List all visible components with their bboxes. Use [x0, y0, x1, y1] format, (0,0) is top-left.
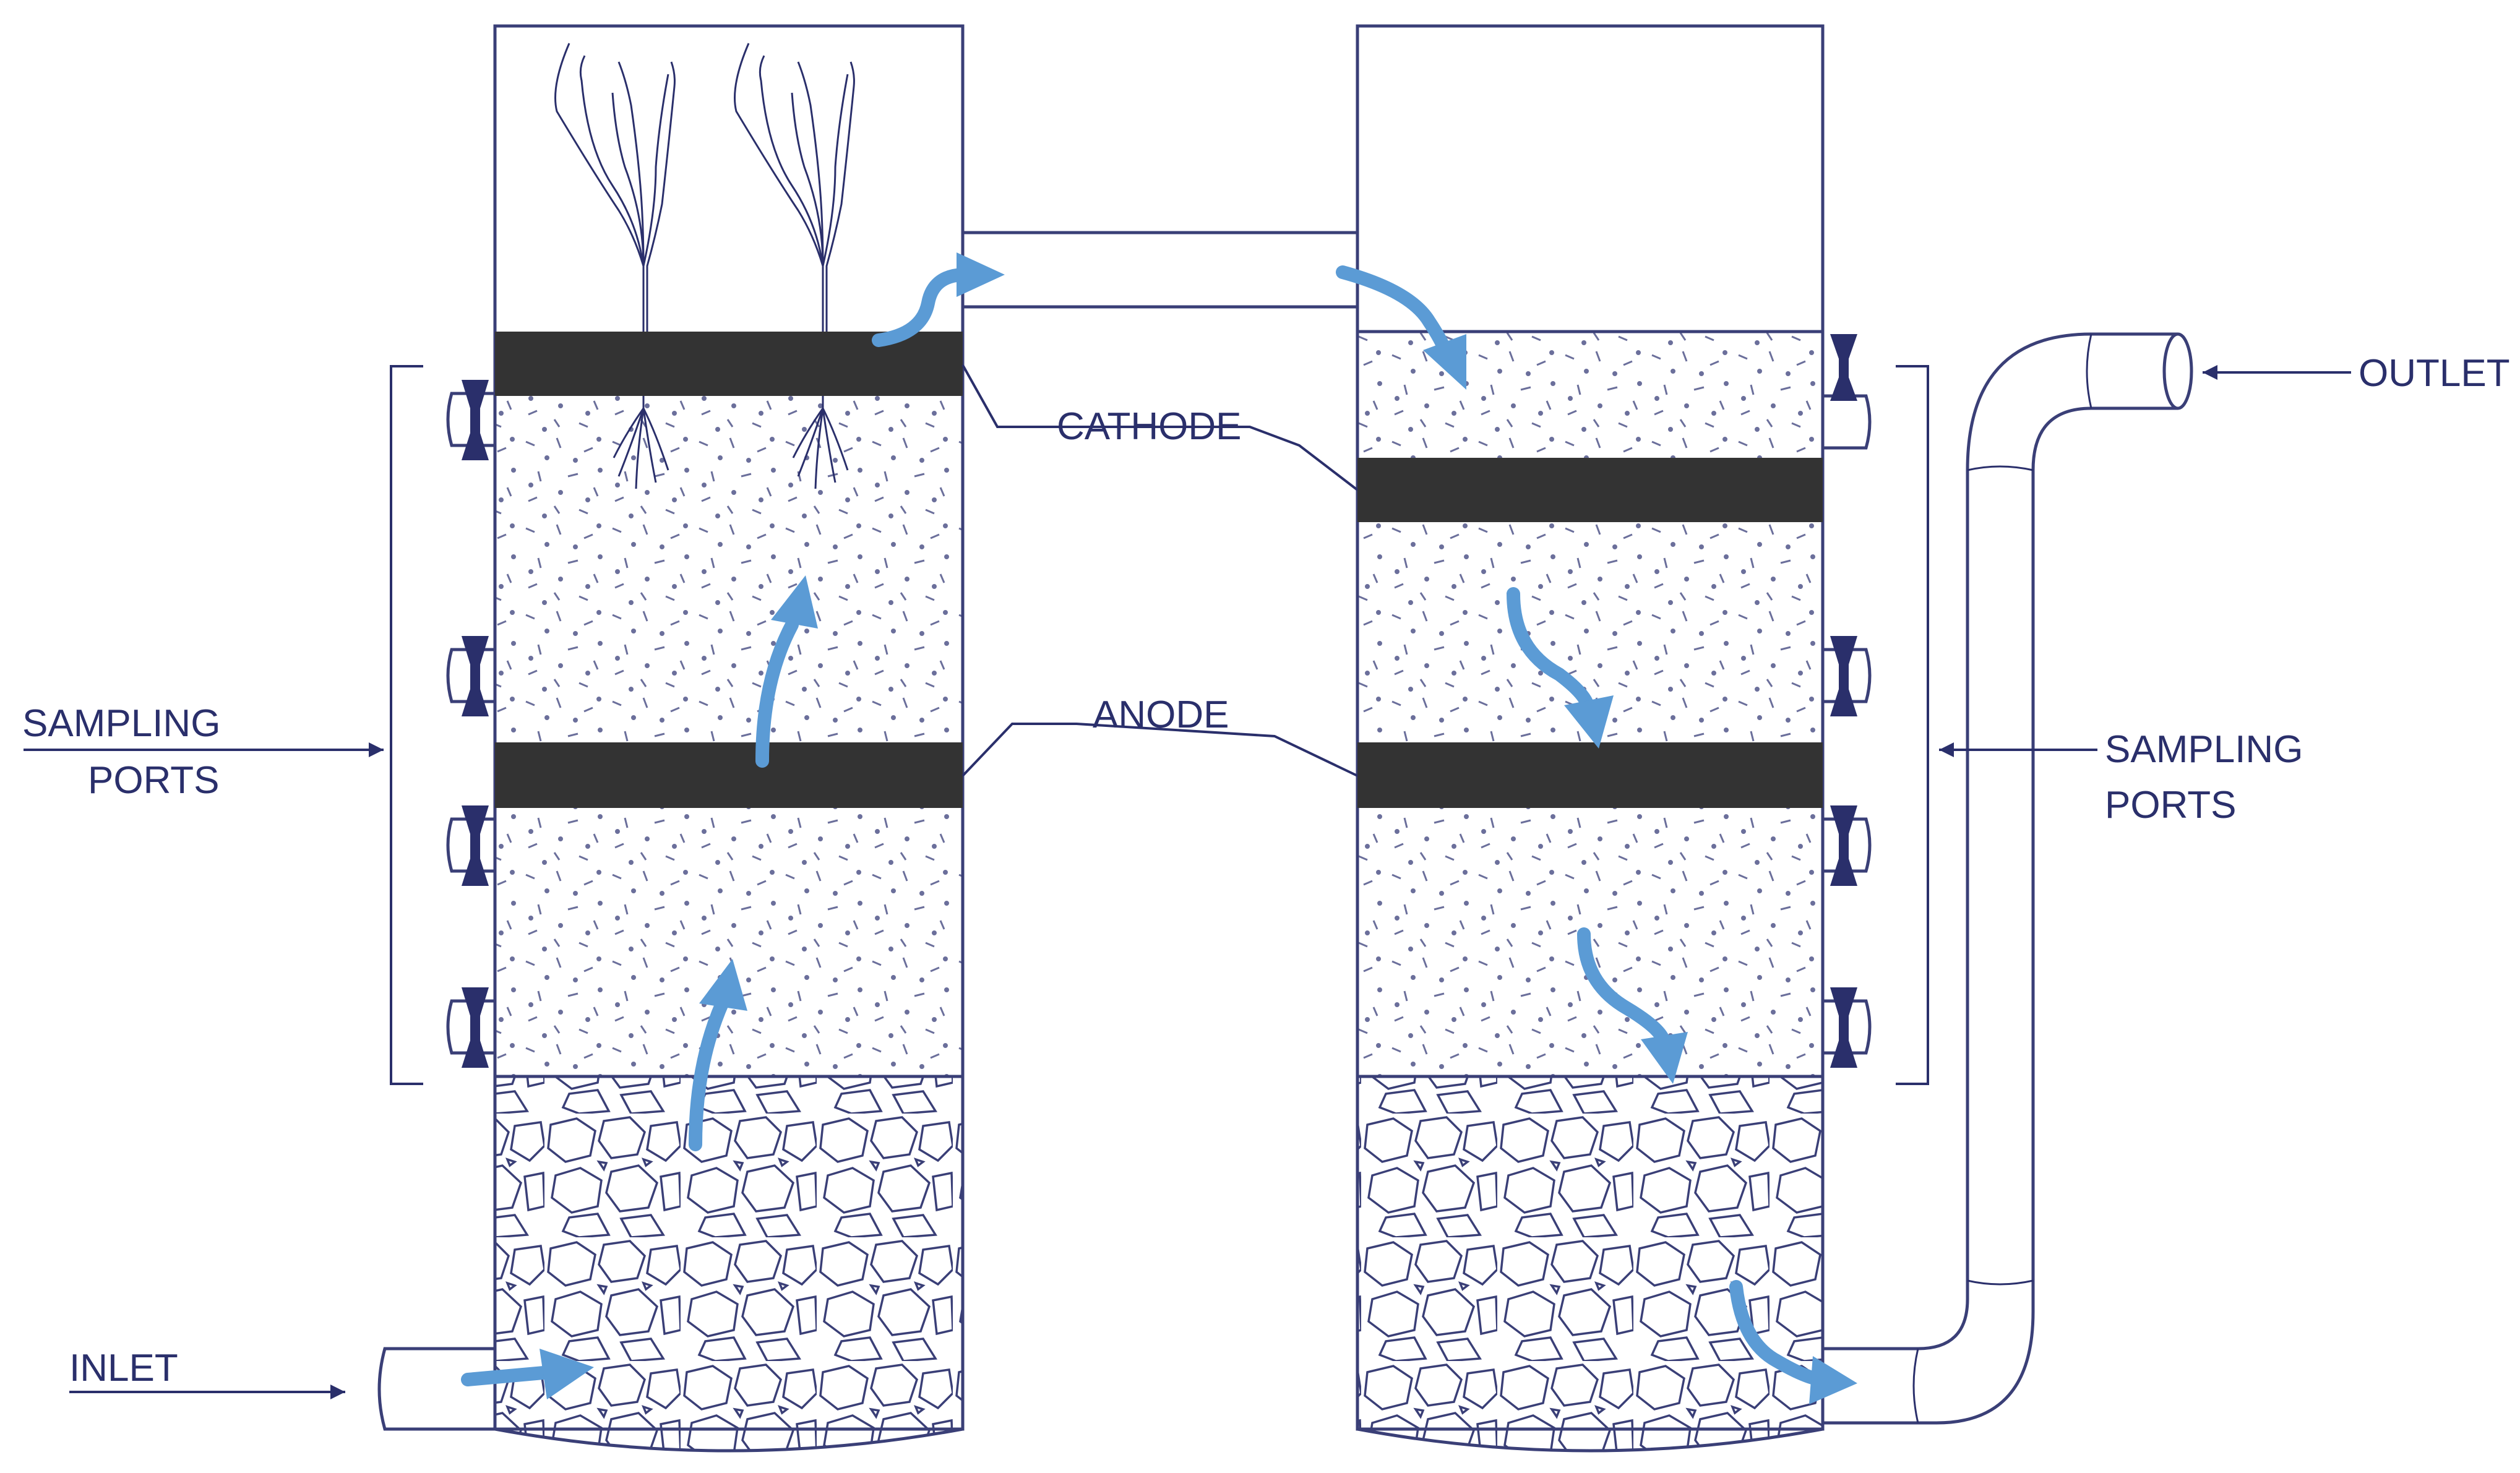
valve-icon: [446, 636, 495, 716]
flow-arrow-icon: [872, 252, 1005, 347]
flow-arrow-icon: [1729, 1280, 1857, 1404]
valve-icon: [1823, 805, 1872, 886]
flow-arrow-icon: [461, 1349, 594, 1399]
right-column-outline: [1356, 24, 1825, 1431]
left-anode: [495, 742, 963, 808]
valve-icon: [446, 805, 495, 886]
cathode-label: CATHODE: [1057, 405, 1242, 448]
inlet-pipe: [377, 1347, 495, 1431]
flow-arrow-icon: [755, 575, 818, 768]
flow-arrow-icon: [1507, 587, 1614, 749]
plant-icon: [734, 43, 855, 489]
connecting-pipe: [963, 231, 1357, 309]
outlet-label: OUTLET: [2359, 352, 2510, 395]
left-gravel-bed: [495, 1076, 963, 1451]
anode-label: ANODE: [1093, 694, 1229, 736]
plant-icon: [554, 43, 676, 489]
flow-arrow-icon: [1336, 265, 1466, 390]
flow-arrows: [461, 252, 1857, 1404]
right-gravel-bed: [1357, 1076, 1823, 1451]
valve-icon: [446, 987, 495, 1068]
valve-icon: [1823, 334, 1872, 450]
left-sand-lower: [495, 808, 963, 1076]
right-sampling-ports-label-line1: SAMPLING: [2105, 728, 2303, 771]
valve-icon: [1823, 636, 1872, 716]
right-sampling-ports-label-line2: PORTS: [2105, 784, 2236, 827]
left-column-outline: [493, 24, 965, 1431]
right-anode: [1357, 742, 1823, 808]
flow-arrow-icon: [1577, 927, 1688, 1084]
right-cathode: [1357, 458, 1823, 522]
flow-arrow-icon: [689, 959, 747, 1151]
right-sampling-bracket: [1896, 365, 1929, 1085]
inlet-label: INLET: [69, 1347, 178, 1389]
outlet-pipe: [1823, 332, 2193, 1425]
leader-lines: [24, 364, 2351, 1399]
right-column: [1356, 24, 1929, 1453]
valve-icon: [446, 380, 495, 460]
left-sampling-bracket: [390, 365, 423, 1085]
left-sampling-ports-label-line2: PORTS: [88, 759, 219, 802]
left-sand-upper: [495, 396, 963, 742]
valve-icon: [1823, 987, 1872, 1068]
left-sampling-ports-label-line1: SAMPLING: [22, 702, 220, 745]
left-column: [377, 24, 965, 1453]
